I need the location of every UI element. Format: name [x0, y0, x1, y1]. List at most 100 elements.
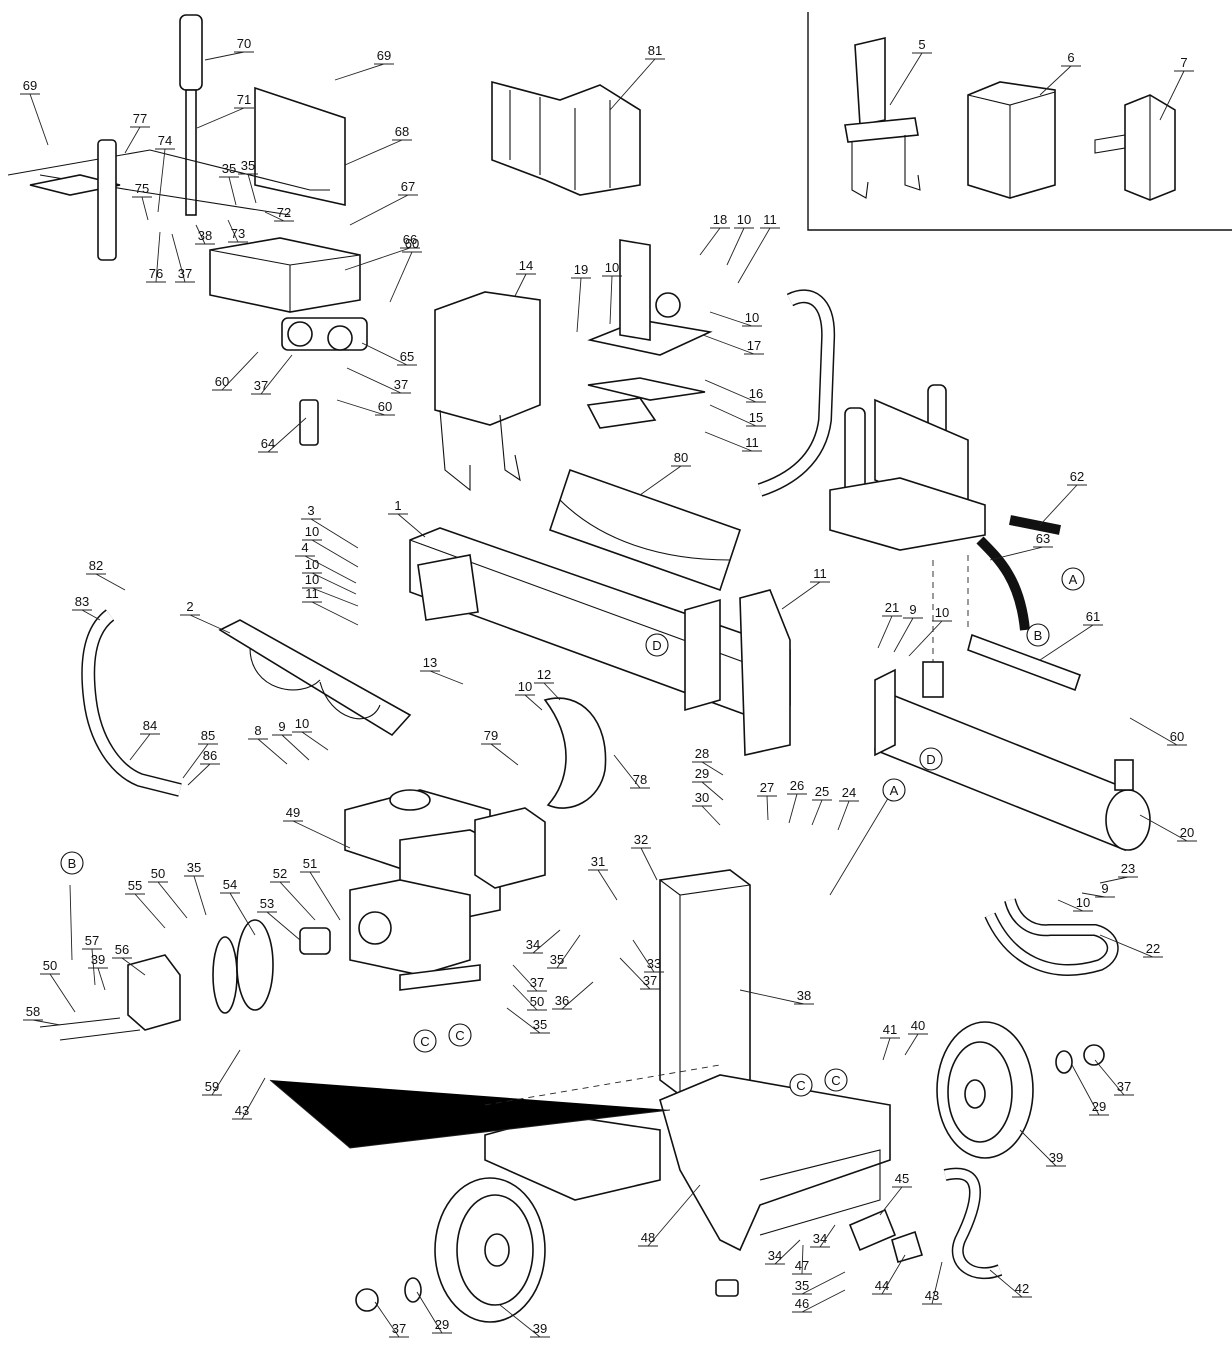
- callout-leader: [709, 311, 753, 327]
- reference-letter: C: [831, 1073, 840, 1088]
- callout-37: 37: [512, 964, 547, 992]
- callout-4: 4: [295, 540, 357, 584]
- callout-number: 29: [695, 766, 709, 781]
- callout-leader: [801, 1244, 804, 1275]
- callout-52: 52: [270, 866, 316, 921]
- callout-number: 86: [203, 748, 217, 763]
- callout-leader: [32, 1019, 61, 1026]
- callout-number: 61: [1086, 609, 1100, 624]
- callout-leader: [739, 989, 805, 1005]
- callout-37: 37: [619, 957, 660, 990]
- callout-number: 72: [277, 205, 291, 220]
- callout-leader: [609, 275, 613, 325]
- callout-leader: [311, 572, 357, 595]
- callout-57: 57: [82, 933, 102, 986]
- callout-11: 11: [781, 566, 830, 610]
- callout-leader: [639, 465, 682, 496]
- callout-number: 29: [1092, 1099, 1106, 1114]
- callout-leader: [281, 734, 310, 761]
- callout-number: 60: [405, 236, 419, 251]
- callout-leader: [766, 795, 769, 821]
- callout-44: 44: [872, 1254, 906, 1295]
- reference-circle: [824, 1068, 848, 1092]
- callout-9: 9: [272, 719, 310, 761]
- callout-leader: [429, 670, 464, 685]
- part-1-beam: [409, 527, 791, 756]
- callout-59: 59: [202, 1049, 241, 1096]
- callout-number: 39: [1049, 1150, 1063, 1165]
- callout-number: 11: [763, 212, 777, 227]
- callout-leader: [1099, 876, 1129, 884]
- callout-45: 45: [879, 1171, 912, 1216]
- callout-number: 37: [392, 1321, 406, 1336]
- callout-77: 77: [124, 111, 150, 154]
- callout-leader: [204, 51, 245, 61]
- callout-leader: [512, 964, 538, 992]
- callout-number: 19: [574, 262, 588, 277]
- callout-number: 11: [745, 435, 759, 450]
- callout-leader: [97, 967, 106, 991]
- callout-10: 10: [1057, 895, 1093, 912]
- callout-66: 66: [344, 232, 420, 271]
- callout-number: 65: [400, 349, 414, 364]
- callout-86: 86: [187, 748, 220, 786]
- callout-number: 41: [883, 1022, 897, 1037]
- callout-number: 38: [797, 988, 811, 1003]
- callout-leader: [195, 224, 206, 245]
- callout-number: 52: [273, 866, 287, 881]
- callout-number: 40: [911, 1018, 925, 1033]
- callout-20: 20: [1139, 814, 1197, 842]
- callout-leader: [397, 513, 426, 538]
- reference-marker-c: C: [413, 1029, 437, 1053]
- callout-leader: [311, 539, 359, 568]
- callout-leader: [311, 601, 359, 626]
- callout-leader: [81, 609, 101, 621]
- callout-leader: [726, 227, 745, 266]
- part-22-footrest: [984, 898, 1119, 976]
- callout-11: 11: [737, 212, 780, 284]
- callout-number: 5: [918, 37, 925, 52]
- callout-number: 12: [537, 667, 551, 682]
- callout-number: 4: [301, 540, 308, 555]
- callout-leader: [182, 743, 209, 779]
- callout-leader: [247, 173, 257, 204]
- callout-number: 37: [530, 975, 544, 990]
- callout-leader: [1057, 899, 1084, 912]
- part-56-pump: [39, 919, 331, 1041]
- callout-35: 35: [238, 158, 258, 204]
- callout-number: 80: [674, 450, 688, 465]
- callout-leader: [801, 1271, 846, 1295]
- reference-letter: C: [420, 1034, 429, 1049]
- callout-number: 44: [875, 1278, 889, 1293]
- callout-53: 53: [257, 896, 301, 941]
- callout-29: 29: [692, 766, 724, 801]
- callout-leader: [241, 1077, 266, 1120]
- callout-leader: [389, 251, 413, 303]
- callout-number: 35: [550, 952, 564, 967]
- callout-leader: [221, 351, 259, 391]
- callout-leader: [349, 194, 409, 226]
- callout-25: 25: [811, 784, 832, 826]
- callout-39: 39: [88, 952, 108, 991]
- callout-leader: [91, 948, 96, 986]
- reference-letter: A: [890, 783, 899, 798]
- callout-leader: [361, 342, 408, 366]
- callout-number: 84: [143, 718, 157, 733]
- callout-number: 35: [241, 158, 255, 173]
- callout-10: 10: [515, 679, 543, 711]
- part-2-plate: [218, 619, 412, 737]
- callout-leader: [311, 587, 359, 607]
- callout-number: 54: [223, 877, 237, 892]
- callout-9: 9: [893, 602, 923, 653]
- callout-84: 84: [129, 718, 160, 761]
- callout-leader: [882, 1037, 891, 1061]
- callout-number: 69: [23, 78, 37, 93]
- callout-leader: [576, 277, 582, 333]
- callout-37: 37: [374, 1301, 409, 1338]
- callout-number: 43: [235, 1103, 249, 1118]
- control-valve-assembly: [7, 14, 368, 446]
- callout-number: 56: [115, 942, 129, 957]
- callout-leader: [141, 196, 149, 221]
- callout-number: 70: [237, 36, 251, 51]
